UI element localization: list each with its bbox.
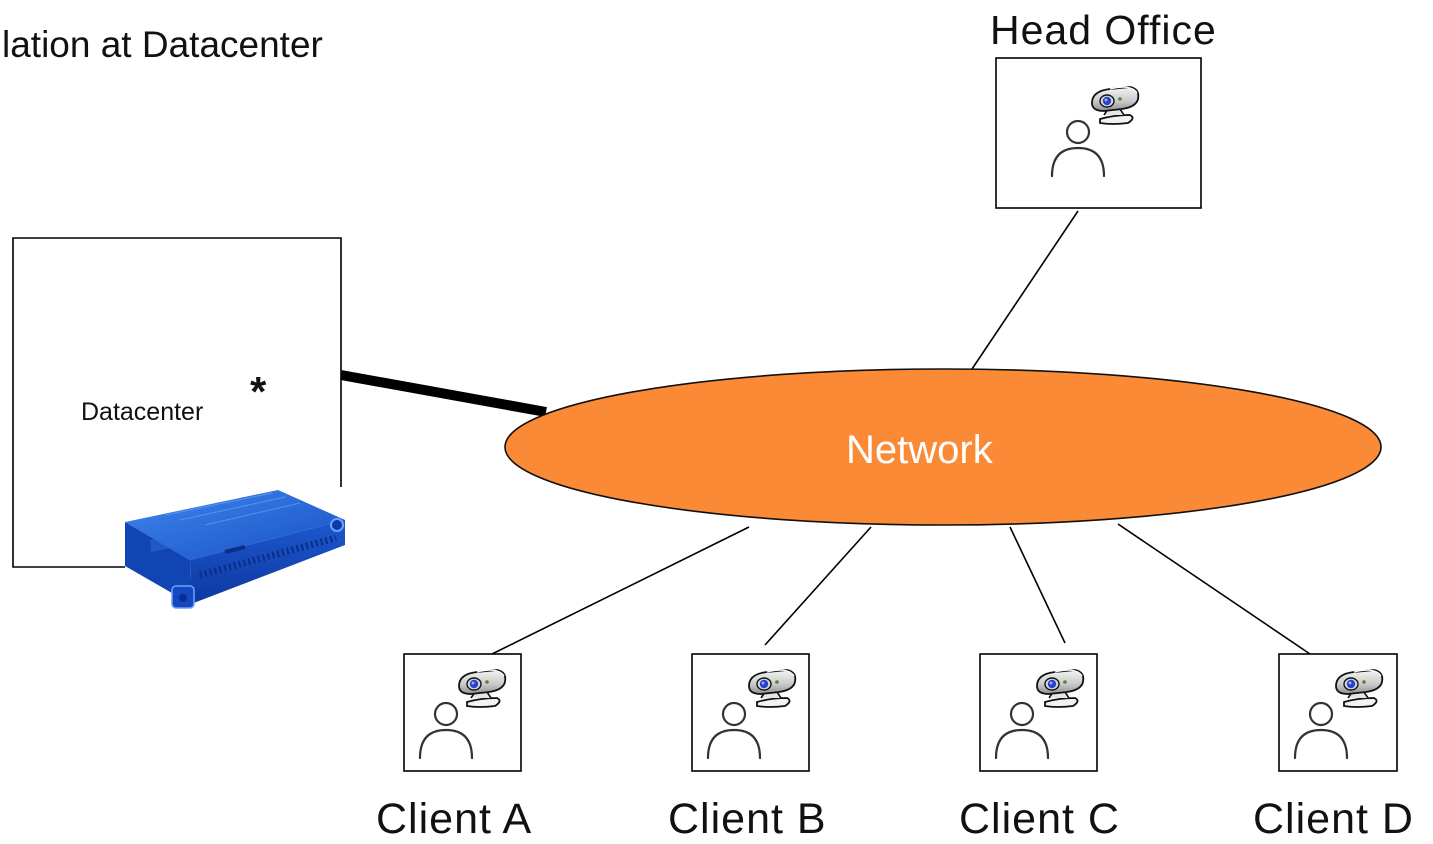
network-cloud[interactable] — [504, 368, 1382, 526]
link-datacenter — [340, 370, 547, 417]
network-label: Network — [846, 428, 993, 472]
link-client-d — [1117, 523, 1311, 655]
connection-lines — [491, 210, 1311, 655]
datacenter-label: Datacenter — [81, 398, 204, 426]
head-office-label: Head Office — [990, 7, 1217, 53]
link-client-b — [764, 526, 872, 646]
client-d-node[interactable] — [1278, 653, 1398, 772]
datacenter-box — [12, 237, 342, 568]
page-title: lation at Datacenter — [2, 24, 323, 65]
link-head-office — [969, 210, 1079, 373]
client-a-label: Client A — [376, 795, 533, 843]
link-client-a — [491, 526, 750, 655]
client-d-label: Client D — [1253, 795, 1414, 843]
datacenter-asterisk: * — [250, 368, 267, 415]
link-client-c — [1009, 526, 1066, 644]
client-b-label: Client B — [668, 795, 827, 843]
head-office-node[interactable] — [995, 57, 1202, 209]
client-a-node[interactable] — [403, 653, 522, 772]
rack-server-icon — [125, 490, 345, 609]
client-b-node[interactable] — [691, 653, 810, 772]
client-c-label: Client C — [959, 795, 1120, 843]
client-c-node[interactable] — [979, 653, 1098, 772]
